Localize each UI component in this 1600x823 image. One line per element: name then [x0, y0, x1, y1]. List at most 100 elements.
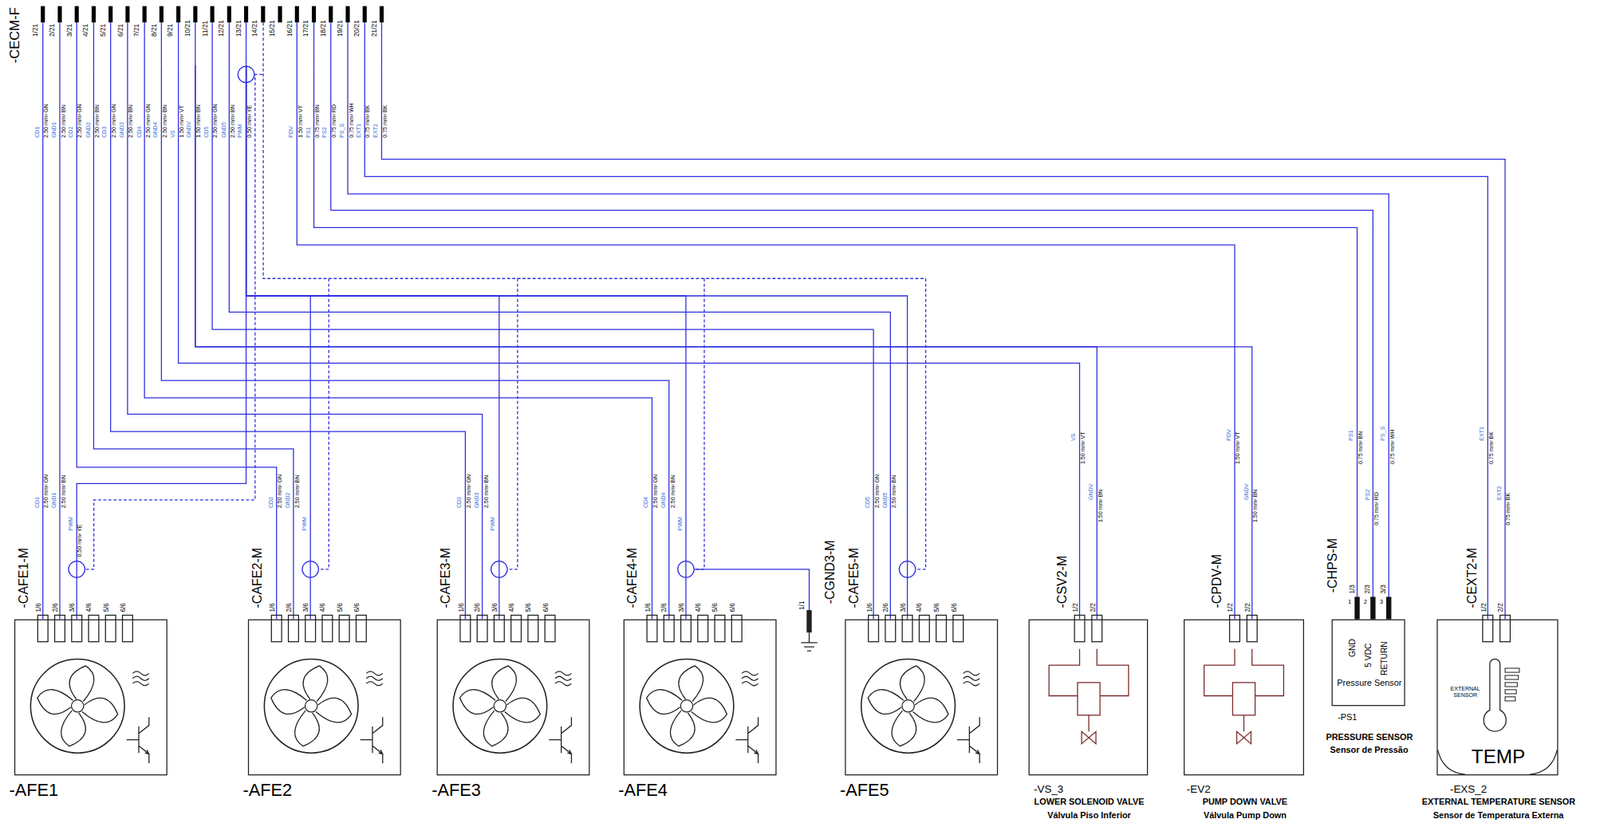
pin-number: 2/6	[882, 602, 890, 613]
wire	[313, 22, 315, 66]
shield-wire	[507, 278, 518, 570]
wire-spec: 0.75 mm² BK	[382, 105, 389, 138]
wire	[364, 22, 366, 66]
wire-bundle	[364, 65, 1506, 620]
device-title: LOWER SOLENOID VALVE	[1034, 797, 1145, 808]
signal-name: GND2	[285, 492, 292, 509]
sensor-text: Pressure Sensor	[1334, 678, 1404, 689]
pin-number: 4/21	[82, 23, 90, 37]
connector-name: -CAFE2-M	[250, 547, 264, 609]
fan-blade	[315, 697, 352, 723]
fan-blade	[61, 710, 87, 747]
signal-name: PS2	[323, 126, 329, 138]
wire-spec: 2.50 mm² GN	[77, 103, 83, 138]
wire-spec: 1.50 mm² VT	[1235, 431, 1242, 465]
wire	[211, 22, 213, 66]
wire-bundle	[195, 65, 1253, 620]
header-pin	[328, 6, 333, 23]
valve-line	[1204, 649, 1235, 697]
wire-spec: 2.50 mm² GN	[653, 474, 659, 509]
pin-number: 3/6	[677, 602, 685, 613]
shield-wire	[915, 278, 927, 570]
wire-spec: 1.50 mm² VT	[179, 105, 186, 138]
pin-number: 3/6	[491, 602, 498, 613]
wire-spec: 2.50 mm² GN	[874, 474, 880, 509]
wire-spec: 2.50 mm² GN	[145, 103, 151, 138]
wire-spec: 2.50 mm² BN	[891, 475, 898, 509]
signal-name: GND3	[119, 122, 126, 138]
scale-mark	[1505, 682, 1518, 687]
pin-number: 1/6	[457, 602, 465, 613]
shield-symbol	[302, 561, 319, 578]
fan-unit: -CAFE3-M-AFE3	[437, 619, 591, 777]
pin-number: 13/21	[235, 19, 242, 37]
air-wave	[555, 671, 572, 676]
device-name: -AFE2	[242, 781, 292, 800]
wire-spec: 2.50 mm² GN	[43, 103, 50, 138]
wire	[228, 22, 230, 66]
air-wave	[555, 676, 572, 681]
pin-number: 1/6	[866, 602, 873, 613]
signal-name: GNDV	[1244, 484, 1250, 501]
signal-name: PDV	[1226, 429, 1233, 441]
fan-unit: -CAFE5-M-AFE5	[844, 619, 998, 777]
device-name: -EXS_2	[1450, 784, 1487, 795]
wire-spec: 0.50 mm² YE	[77, 524, 83, 558]
sensor-pin	[1354, 596, 1360, 619]
connector-name: -CAFE3-M	[439, 547, 453, 609]
wire	[110, 22, 111, 66]
header-pin	[57, 6, 62, 23]
thermometer	[1483, 658, 1506, 732]
signal-name: CD1	[34, 126, 40, 138]
signal-name: GND1	[51, 122, 58, 138]
pin-number: 11/21	[201, 20, 209, 37]
pin-number: 2	[1363, 599, 1368, 606]
pin-number: 5/6	[933, 602, 940, 613]
signal-name: PDV	[288, 126, 295, 138]
valve-line	[1252, 649, 1285, 697]
wire-spec: 2.50 mm² GN	[43, 474, 50, 509]
device-name: -AFE4	[618, 781, 668, 800]
pin-number: 1/21	[31, 23, 39, 37]
fan-unit: -CAFE4-M-AFE4	[623, 619, 777, 777]
wire-spec: 0.75 mm² BK	[1505, 492, 1512, 526]
signal-name: PS_S	[1380, 426, 1387, 442]
fan-ring	[264, 658, 359, 753]
header-pin	[193, 6, 198, 23]
wire-bundle	[110, 65, 500, 620]
pin-number: 9/21	[167, 23, 174, 37]
scale-mark	[1505, 675, 1519, 680]
wire	[346, 22, 348, 66]
wire	[93, 22, 95, 66]
wire	[296, 22, 298, 66]
wire	[59, 22, 60, 66]
connector-name: -CECM-F	[7, 7, 22, 64]
signal-name: PWM	[237, 123, 244, 138]
shield-symbol	[68, 561, 85, 578]
connector-header: -CECM-F	[4, 0, 393, 66]
header-pin	[362, 6, 367, 23]
wire-spec: 2.50 mm² GN	[277, 474, 284, 509]
device-title: PRESSURE SENSOR	[1325, 733, 1413, 743]
pin-number: 5/6	[712, 602, 719, 613]
sensor-text: TEMP	[1471, 746, 1526, 766]
shield-wire	[693, 569, 809, 611]
signal-name: CD2	[68, 126, 75, 138]
fan-blade	[303, 666, 328, 702]
pin-number: 2/2	[1497, 602, 1504, 613]
sensor-pin	[1370, 596, 1376, 619]
pin-number: 14/21	[252, 19, 259, 37]
pin-name: GND	[1348, 638, 1357, 658]
signal-name: PS1	[1348, 429, 1355, 441]
air-wave	[132, 681, 149, 686]
signal-name: PWM	[68, 516, 75, 531]
fan-hub	[493, 700, 506, 713]
pin-number: 19/21	[337, 19, 344, 37]
valve-stem	[1243, 715, 1245, 732]
device-name: -EV2	[1186, 784, 1211, 795]
signal-name: GND1	[51, 492, 58, 509]
header-pin	[277, 6, 282, 23]
header-pin	[244, 6, 249, 23]
wire	[144, 22, 146, 66]
wire-spec: 2.50 mm² BN	[60, 104, 67, 138]
